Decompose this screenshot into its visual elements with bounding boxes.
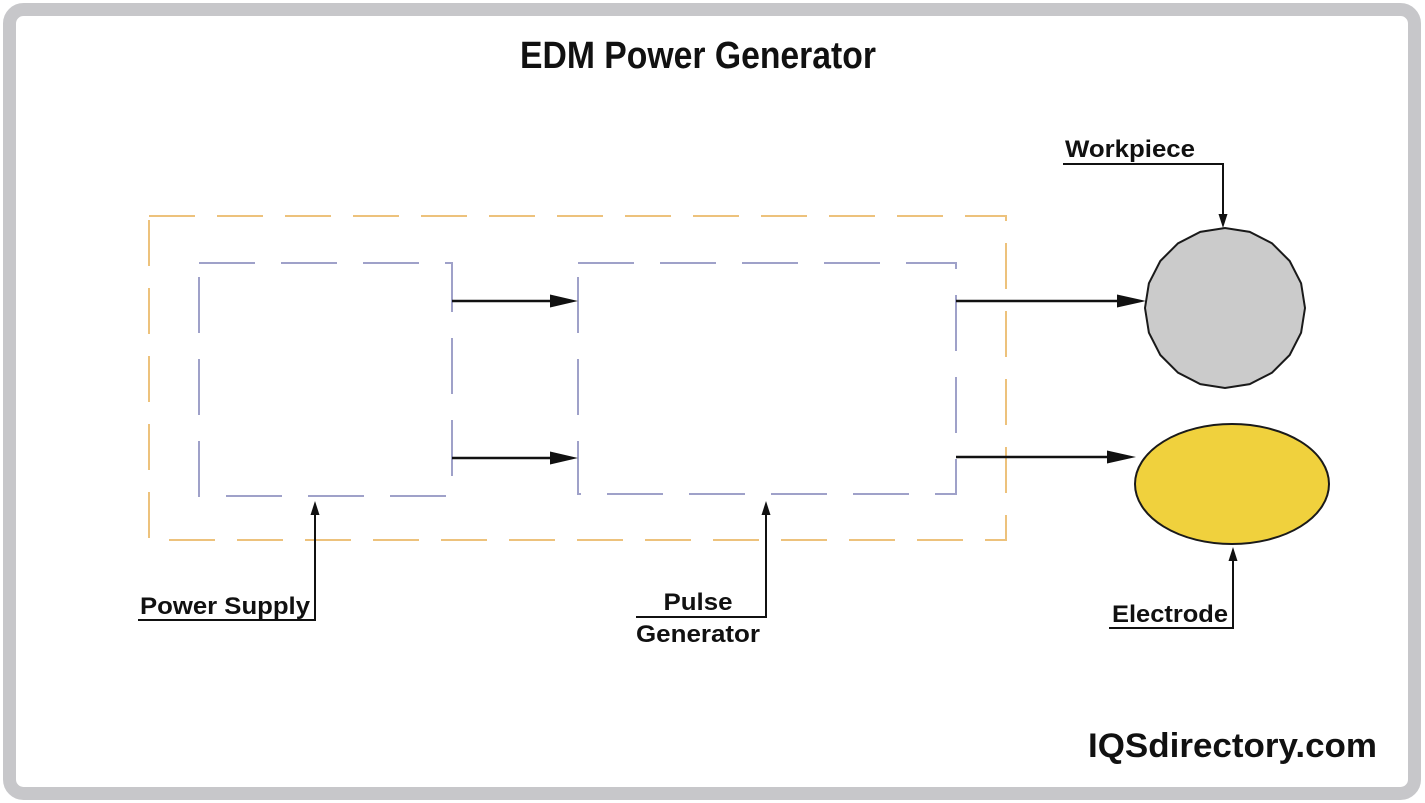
- electrode-label: Electrode: [1112, 601, 1228, 628]
- pulse-generator-box: [577, 262, 957, 495]
- pulse-generator-label-pointer: [636, 501, 771, 618]
- workpiece-shape: [1143, 226, 1307, 390]
- electrode-label-pointer: [1109, 547, 1238, 629]
- diagram-title: EDM Power Generator: [520, 35, 876, 77]
- workpiece-label-pointer: [1063, 163, 1228, 228]
- arrow-pulse-generator-to-electrode: [956, 450, 1136, 464]
- arrow-power-supply-to-pulse-generator-top: [452, 294, 578, 308]
- power-supply-label: Power Supply: [140, 593, 311, 620]
- watermark-text: IQSdirectory.com: [1088, 727, 1377, 765]
- image-border-frame: [3, 3, 1421, 800]
- workpiece-label: Workpiece: [1065, 136, 1195, 163]
- power-supply-label-pointer: [138, 501, 320, 621]
- electrode-shape: [1134, 423, 1330, 545]
- arrow-pulse-generator-to-workpiece: [956, 294, 1146, 308]
- pulse-generator-label-line2: Generator: [636, 621, 760, 648]
- power-supply-box: [198, 262, 453, 497]
- arrow-power-supply-to-pulse-generator-bottom: [452, 451, 578, 465]
- power-generator-boundary-box: [148, 215, 1007, 541]
- pulse-generator-label-line1: Pulse: [664, 589, 733, 616]
